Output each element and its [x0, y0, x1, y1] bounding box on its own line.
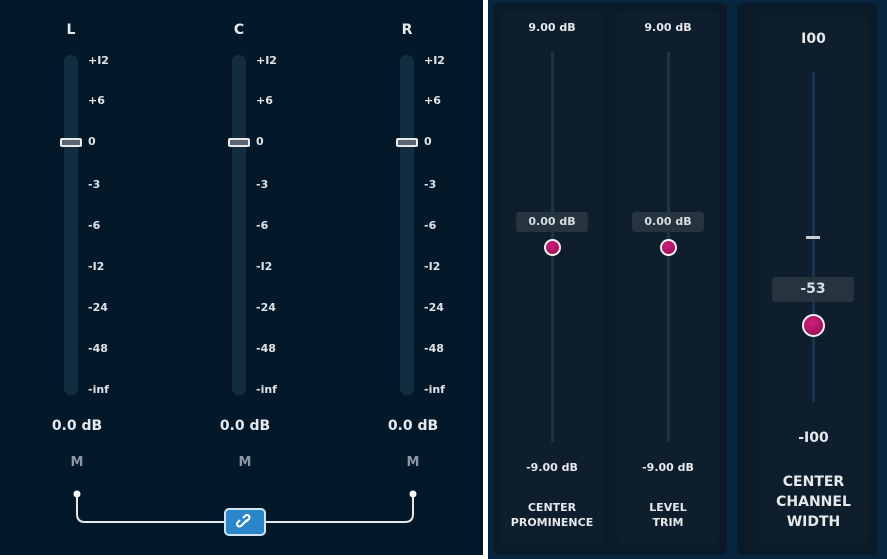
center-width-min-label: -I00	[798, 430, 829, 446]
scale-tick-label: 0	[256, 135, 264, 148]
scale-tick-label: -inf	[256, 383, 277, 396]
link-connector	[73, 490, 417, 523]
mute-button[interactable]: M	[406, 455, 420, 470]
level-trim-label: LEVEL	[649, 501, 687, 514]
center-width-slider-thumb[interactable]	[802, 314, 825, 337]
scale-tick-label: +I2	[424, 54, 445, 67]
link-endpoint	[73, 490, 81, 498]
link-icon	[236, 514, 251, 528]
center-prominence-label: CENTER	[527, 501, 577, 514]
level-trim-label: TRIM	[652, 516, 684, 529]
gain-fader-handle[interactable]	[228, 138, 250, 147]
center-width-label: WIDTH	[786, 514, 841, 530]
level-trim-min-label: -9.00 dB	[642, 461, 694, 474]
link-channels-button[interactable]	[224, 508, 266, 536]
channel-gain-panel: L +I2 +6 0 -3 -6 -I2 -24 -48 -inf 0.0 dB M C +I2 +6 0 -3…	[0, 0, 483, 555]
scale-tick-label: -I2	[88, 260, 105, 273]
scale-tick-label: +6	[88, 94, 105, 107]
scale-tick-label: -24	[88, 301, 108, 314]
center-width-label: CENTER	[782, 474, 845, 490]
scale-tick-label: +6	[256, 94, 273, 107]
mute-button[interactable]: M	[238, 455, 252, 470]
scale-tick-label: -I2	[256, 260, 273, 273]
channel-label: L	[66, 22, 76, 38]
scale-tick-label: -3	[256, 178, 269, 191]
level-trim-value: 0.00 dB	[632, 212, 704, 232]
center-width-max-label: I00	[801, 31, 826, 47]
center-prominence-max-label: 9.00 dB	[528, 21, 576, 34]
mute-button[interactable]: M	[70, 455, 84, 470]
scale-tick-label: +I2	[256, 54, 277, 67]
scale-tick-label: -48	[424, 342, 444, 355]
scale-tick-label: -inf	[424, 383, 445, 396]
level-trim-column: 9.00 dB 0.00 dB -9.00 dB LEVEL TRIM	[617, 11, 719, 545]
scale-tick-label: -inf	[88, 383, 109, 396]
level-trim-slider-thumb[interactable]	[660, 239, 677, 256]
channel-label: R	[401, 22, 413, 38]
channel-gain-value[interactable]: 0.0 dB	[51, 418, 103, 434]
scale-tick-label: -6	[424, 219, 437, 232]
center-width-label: CHANNEL	[776, 494, 851, 510]
center-prominence-min-label: -9.00 dB	[526, 461, 578, 474]
center-width-value: -53	[772, 277, 854, 302]
scale-tick-label: -48	[88, 342, 108, 355]
gain-fader-handle[interactable]	[60, 138, 82, 147]
scale-tick-label: -6	[256, 219, 269, 232]
channel-gain-value[interactable]: 0.0 dB	[387, 418, 439, 434]
default-marker	[806, 236, 820, 239]
center-prominence-label: PROMINENCE	[510, 516, 594, 529]
center-prominence-column: 9.00 dB 0.00 dB -9.00 dB CENTER PROMINENCE	[501, 11, 603, 545]
level-trim-max-label: 9.00 dB	[644, 21, 692, 34]
scale-tick-label: -24	[256, 301, 276, 314]
scale-tick-label: -24	[424, 301, 444, 314]
center-prominence-value: 0.00 dB	[516, 212, 588, 232]
scale-tick-label: -48	[256, 342, 276, 355]
scale-tick-label: 0	[88, 135, 96, 148]
link-endpoint	[409, 490, 417, 498]
channel-label: C	[233, 22, 245, 38]
scale-tick-label: 0	[424, 135, 432, 148]
scale-tick-label: -3	[424, 178, 437, 191]
channel-gain-value[interactable]: 0.0 dB	[219, 418, 271, 434]
scale-tick-label: -I2	[424, 260, 441, 273]
center-prominence-slider-thumb[interactable]	[544, 239, 561, 256]
scale-tick-label: -6	[88, 219, 101, 232]
gain-fader-handle[interactable]	[396, 138, 418, 147]
scale-tick-label: +I2	[88, 54, 109, 67]
scale-tick-label: +6	[424, 94, 441, 107]
scale-tick-label: -3	[88, 178, 101, 191]
